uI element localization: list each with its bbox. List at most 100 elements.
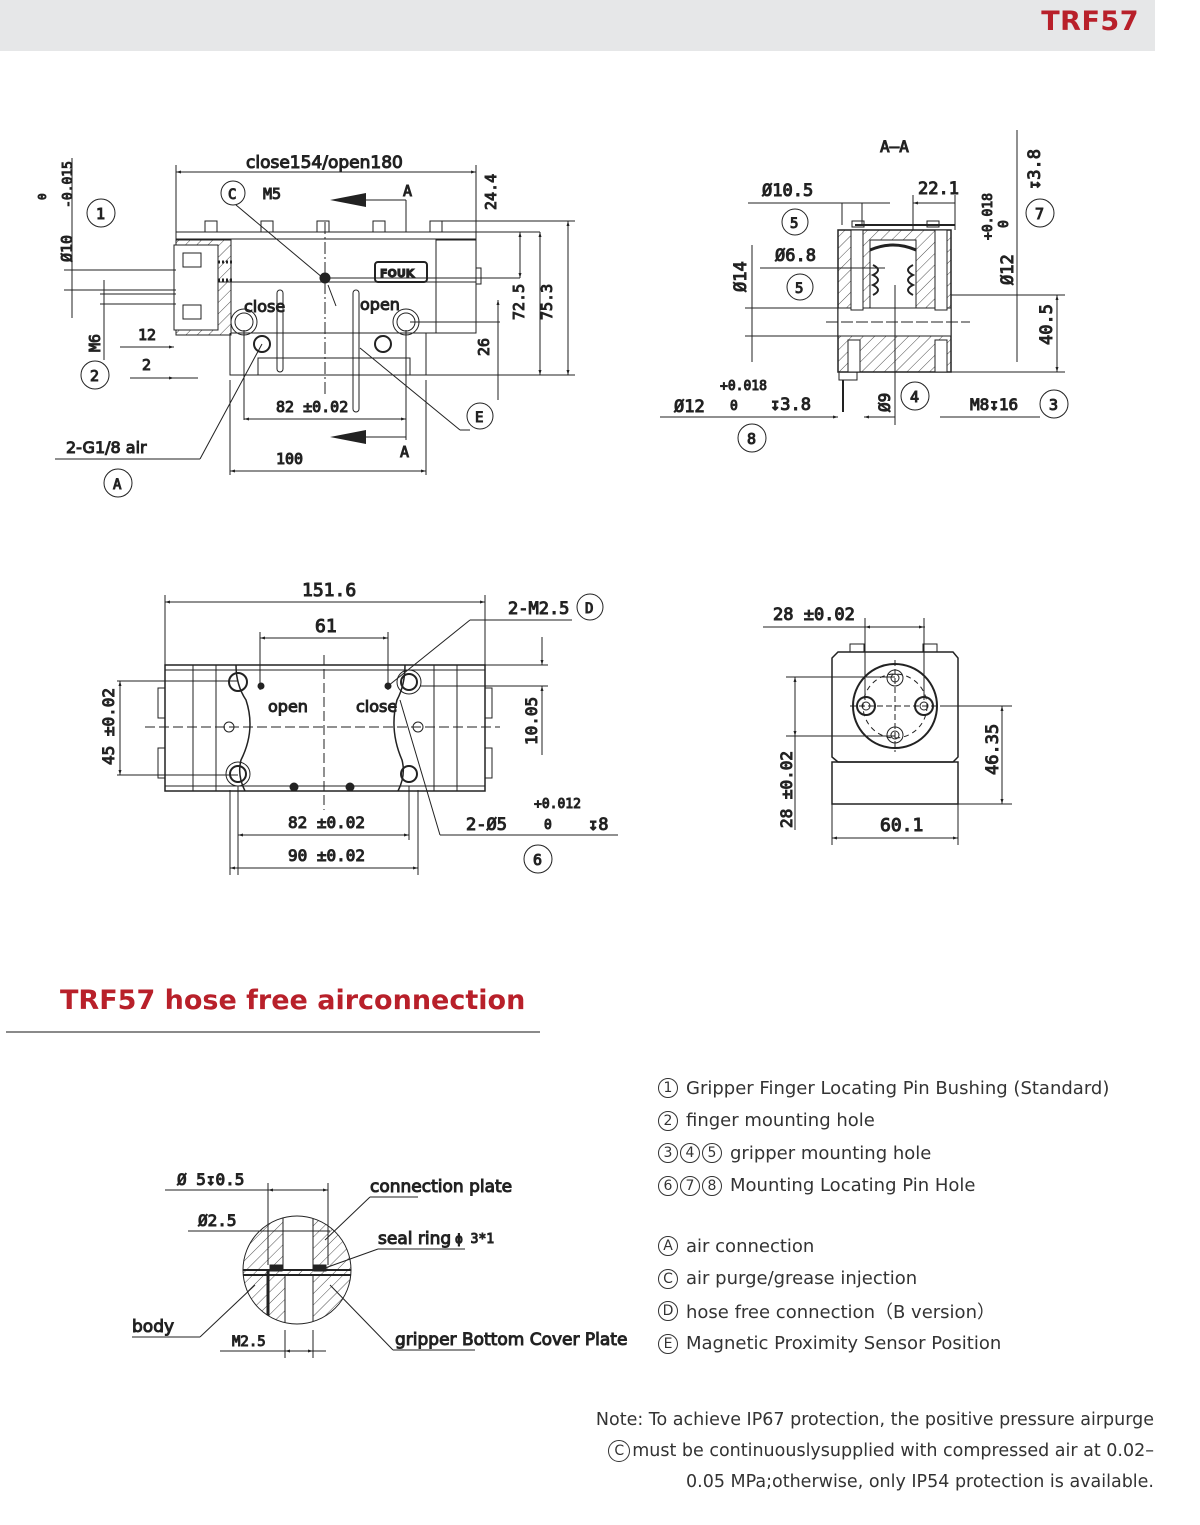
dim-72-5: 72.5 [510,284,528,320]
label-close-bottom: close [356,697,397,716]
dim-151-6: 151.6 [302,580,356,601]
dim-28-side: 28 ±0.02 [777,751,796,828]
note-line-1: Note: To achieve IP67 protection, the po… [595,1410,1154,1430]
thread-m5: M5 [263,185,281,203]
dim-60-1: 60.1 [880,815,923,836]
legend-item: 6 7 8 Mounting Locating Pin Hole [658,1170,1109,1203]
air-port-label: 2-G1/8 air [66,438,147,457]
label-seal-ring: seal ring [378,1229,451,1249]
dim-12: 12 [138,326,156,344]
marker-badge: 6 [658,1175,678,1196]
callout-7: 7 [1035,205,1044,223]
dim-40-5: 40.5 [1037,304,1057,345]
marker-badge: 8 [702,1175,722,1196]
marker-badge: E [658,1333,678,1354]
side-view-drawing: close154/open180 C M5 A FOUK [36,153,575,498]
callout-a: A [113,477,122,493]
dim-10-05: 10.05 [522,697,541,745]
label-close-side: close [244,297,285,316]
label-open-side: open [360,295,400,314]
dim-dia-12-bottom: Ø12 [674,397,705,417]
legend-label: Mounting Locating Pin Hole [730,1175,976,1197]
dim-61: 61 [315,616,337,637]
dim-26: 26 [475,338,493,356]
dim-28-top: 28 ±0.02 [773,605,855,625]
marker-badge: 4 [680,1143,700,1164]
end-view-drawing: 28 ±0.02 28 ±0.02 46.35 60.1 [763,605,1012,845]
dim-82-side: 82 ±0.02 [276,398,348,416]
bottom-view-drawing: 151.6 61 open close 45 ±0.02 10.05 2-M2.… [99,580,618,875]
dim-pin-dia: Ø10 [58,235,76,262]
marker-badge: A [658,1236,678,1257]
callout-8: 8 [747,430,756,448]
legend-item: 2 finger mounting hole [658,1105,1109,1138]
legend-item: 3 4 5 gripper mounting hole [658,1137,1109,1170]
dim-dia-14: Ø14 [731,261,751,292]
tol-upper-bottom: +0.018 [720,379,767,394]
dim-100: 100 [276,450,303,468]
label-body: body [132,1317,174,1337]
overall-length-dim: close154/open180 [246,153,403,173]
dim-2: 2 [142,356,151,374]
callout-5-top: 5 [790,216,798,232]
product-title: TRF57 [1041,6,1139,37]
dim-46-35: 46.35 [983,724,1003,775]
marker-badge: 7 [680,1175,700,1196]
detail-view-drawing: Ø 5↧0.5 Ø2.5 connection plate seal ring … [132,1170,628,1358]
dim-82-bottom: 82 ±0.02 [288,813,365,832]
marker-badge: C [608,1440,631,1462]
thread-m6: M6 [86,334,104,352]
callout-4: 4 [910,388,919,406]
dim-22-1: 22.1 [918,179,959,199]
legend-item: D hose free connection（B version） [658,1295,1001,1328]
marker-badge: C [658,1268,678,1289]
pin-tol-lower: 0 [544,818,552,833]
tol-upper-top: +0.018 [981,193,996,240]
dim-90: 90 ±0.02 [288,846,365,865]
pin-tol-upper: +0.012 [534,797,581,812]
pin-holes-dim: 2-Ø5 [466,815,507,835]
dim-dia-12-top: Ø12 [998,254,1018,285]
marker-badge: D [658,1301,678,1322]
ip-protection-note: Note: To achieve IP67 protection, the po… [596,1405,1154,1498]
callout-3: 3 [1049,396,1058,414]
legend-label: hose free connection（B version） [686,1302,995,1324]
callout-c: C [228,187,236,203]
legend-label: air purge/grease injection [686,1268,918,1290]
marker-badge: 2 [658,1110,678,1131]
tol-lower-bottom: 0 [730,399,738,414]
label-bottom-cover-plate: gripper Bottom Cover Plate [395,1330,627,1350]
seal-ring-size: ϕ 3*1 [455,1232,494,1247]
dim-dia-9: Ø9 [875,393,894,412]
thread-m2-5-detail: M2.5 [232,1334,266,1350]
section-mark-bottom: A [400,443,409,461]
dim-75-3: 75.3 [538,284,556,320]
legend-label: air connection [686,1235,815,1257]
marker-badge: 3 [658,1143,678,1164]
marker-badge: 1 [658,1078,678,1099]
tol-lower: -0.015 [61,161,76,208]
callout-6: 6 [533,851,542,869]
tol-upper: 0 [36,193,49,200]
dim-dia-10-5: Ø10.5 [762,181,813,201]
callout-5-mid: 5 [795,281,803,297]
section-divider [6,1031,540,1033]
dim-24-4: 24.4 [482,174,500,210]
thread-m2-5: 2-M2.5 [508,599,569,619]
section-heading: TRF57 hose free airconnection [60,985,526,1016]
callout-e: E [475,410,483,426]
brand-logo: FOUK [380,267,415,280]
legend-label: Magnetic Proximity Sensor Position [686,1333,1002,1355]
marker-badge: 5 [702,1143,722,1164]
callout-1: 1 [96,205,105,223]
legend-label: gripper mounting hole [730,1142,932,1164]
label-open-bottom: open [268,697,308,716]
note-line-3: 0.05 MPa;otherwise, only IP54 protection… [686,1472,1154,1492]
pin-depth: ↧8 [588,815,608,835]
section-mark-top: A [403,182,412,200]
note-line-2-text: must be continuouslysupplied with compre… [632,1441,1154,1461]
legend-item: C air purge/grease injection [658,1263,1001,1296]
legend-label: finger mounting hole [686,1110,875,1132]
